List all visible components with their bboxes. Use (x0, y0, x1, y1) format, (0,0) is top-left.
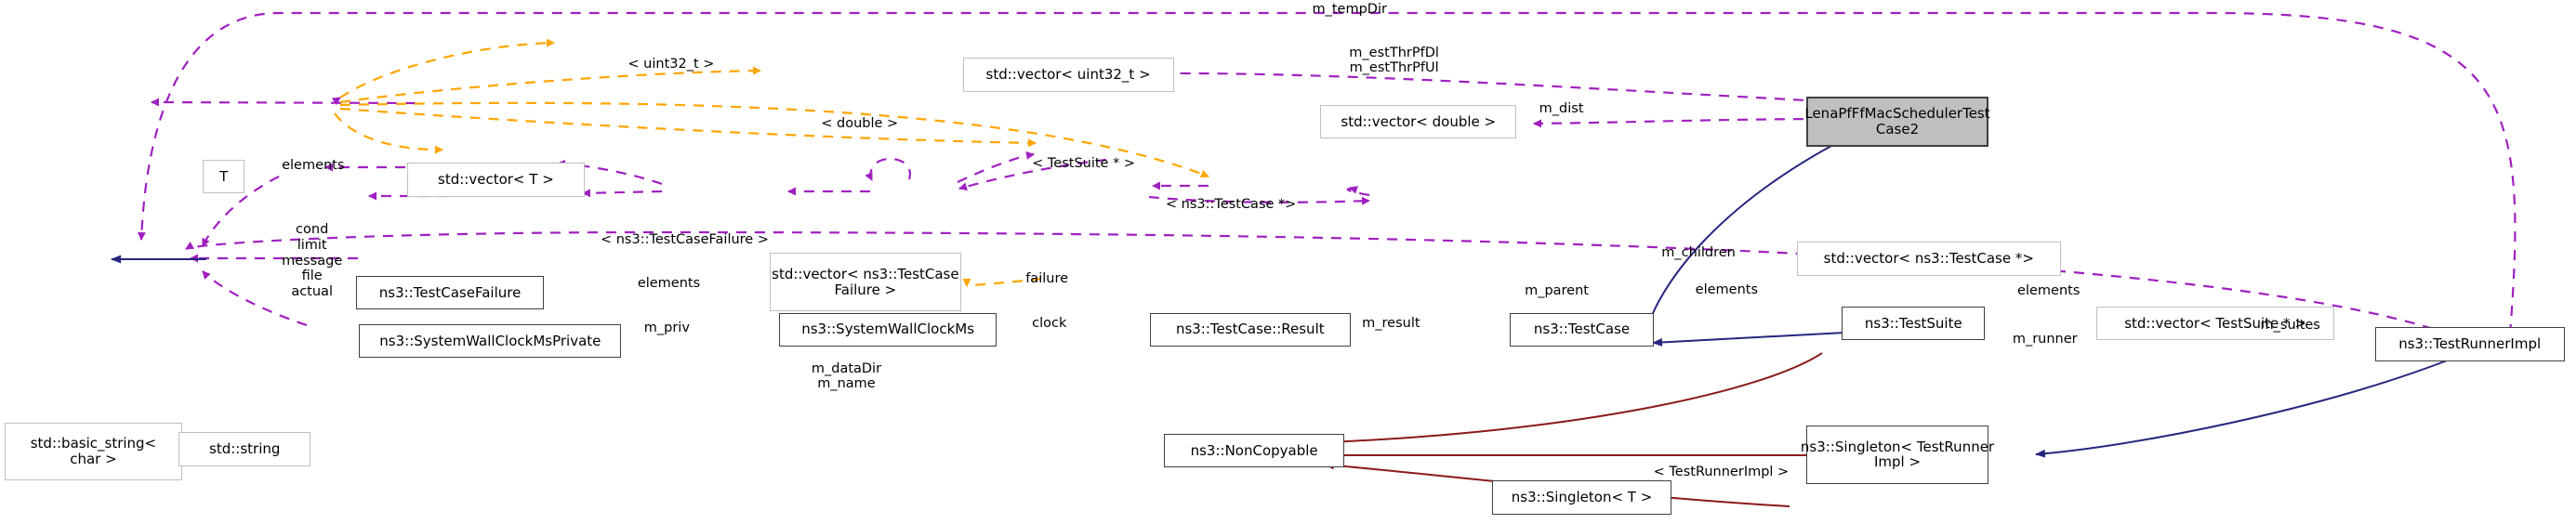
edge-m-suites (1346, 186, 1370, 197)
node-ns3-noncopyable[interactable]: ns3::NonCopyable (1164, 433, 1345, 468)
edge-label-elements-tcf: elements (637, 275, 701, 291)
edge-label-m-suites: m_suites (2260, 317, 2320, 333)
edge-label-m-parent: m_parent (1525, 283, 1589, 299)
edge-label-uint32-t: < uint32_t > (627, 56, 715, 72)
edge-m-dist (1533, 117, 1842, 128)
node-std-vector-testcase-ptr[interactable]: std::vector< ns3::TestCase *> (1796, 242, 2061, 276)
node-std-vector-double[interactable]: std::vector< double > (1320, 104, 1517, 139)
node-ns3-testsuite[interactable]: ns3::TestSuite (1842, 306, 1986, 341)
edge-label-cond-group: cond limit message file actual (282, 222, 343, 299)
node-template-parameter-t[interactable]: T (203, 159, 245, 194)
edge-tmpl-double (339, 66, 761, 104)
edge-label-m-runner: m_runner (2012, 332, 2078, 347)
edge-label-m-children: m_children (1661, 244, 1736, 260)
edge-label-double: < double > (821, 115, 899, 131)
node-ns3-singleton-testrunnerimpl[interactable]: ns3::Singleton< TestRunner Impl > (1801, 426, 1994, 484)
edge-inherit-tri-singleton (2035, 357, 2455, 458)
edge-label-clock: clock (1032, 316, 1067, 332)
edge-label-m-result: m_result (1362, 316, 1420, 332)
node-ns3-systemwallclockms[interactable]: ns3::SystemWallClockMs (779, 312, 997, 347)
edge-label-elements-t: elements (282, 158, 345, 174)
edge-tmpl-uint32 (331, 38, 555, 106)
node-ns3-singleton-t[interactable]: ns3::Singleton< T > (1492, 480, 1671, 515)
edge-label-testrunnerimpl-tmpl: < TestRunnerImpl > (1653, 464, 1790, 479)
edge-m-parent (865, 157, 911, 181)
edge-m-children (957, 151, 1035, 183)
node-std-string[interactable]: std::string (178, 432, 311, 466)
edge-label-elements-tc: elements (1695, 282, 1759, 297)
node-ns3-testcase[interactable]: ns3::TestCase (1510, 312, 1654, 347)
edge-clock (582, 189, 663, 198)
edge-label-m-priv: m_priv (643, 321, 690, 336)
edge-inherit-lena-testcase (1646, 138, 1844, 328)
edge-label-ns3-testcase-ptr: < ns3::TestCase *> (1165, 196, 1297, 212)
edge-label-m-datadir: m_dataDir m_name (811, 360, 882, 392)
node-lenapfffmacschedulertestcase2[interactable]: LenaPfFfMacSchedulerTest Case2 (1804, 97, 1990, 147)
node-ns3-testcasefailure[interactable]: ns3::TestCaseFailure (355, 275, 545, 310)
node-std-vector-uint32[interactable]: std::vector< uint32_t > (962, 58, 1174, 92)
edge-m-estthr (1161, 69, 1842, 104)
edge-tmpl-tcptr (339, 107, 1037, 148)
edge-elements-t (151, 98, 416, 107)
edge-label-testsuite-ptr: < TestSuite * > (1032, 156, 1136, 172)
node-std-vector-t[interactable]: std::vector< T > (407, 163, 585, 197)
node-ns3-testrunnerimpl[interactable]: ns3::TestRunnerImpl (2374, 327, 2565, 361)
node-std-vector-testcasefailure[interactable]: std::vector< ns3::TestCase Failure > (769, 253, 961, 311)
edge-tmpl-tcf (334, 112, 443, 154)
edge-label-elements-ts: elements (2017, 283, 2081, 299)
edge-label-m-tempdir: m_tempDir (1312, 1, 1387, 17)
edge-priv-testcase-noncopyable (1324, 352, 1823, 447)
edge-label-failure: failure (1025, 270, 1069, 286)
edge-label-testcasefailure-tmpl: < ns3::TestCaseFailure > (600, 231, 769, 247)
edge-label-m-dist: m_dist (1539, 101, 1584, 117)
node-ns3-systemwallclockmsprivate[interactable]: ns3::SystemWallClockMsPrivate (359, 323, 622, 359)
edge-label-m-estthr: m_estThrPfDl m_estThrPfUl (1349, 45, 1439, 76)
node-ns3-testcase-result[interactable]: ns3::TestCase::Result (1149, 312, 1352, 347)
node-std-basic-string[interactable]: std::basic_string< char > (5, 422, 182, 481)
